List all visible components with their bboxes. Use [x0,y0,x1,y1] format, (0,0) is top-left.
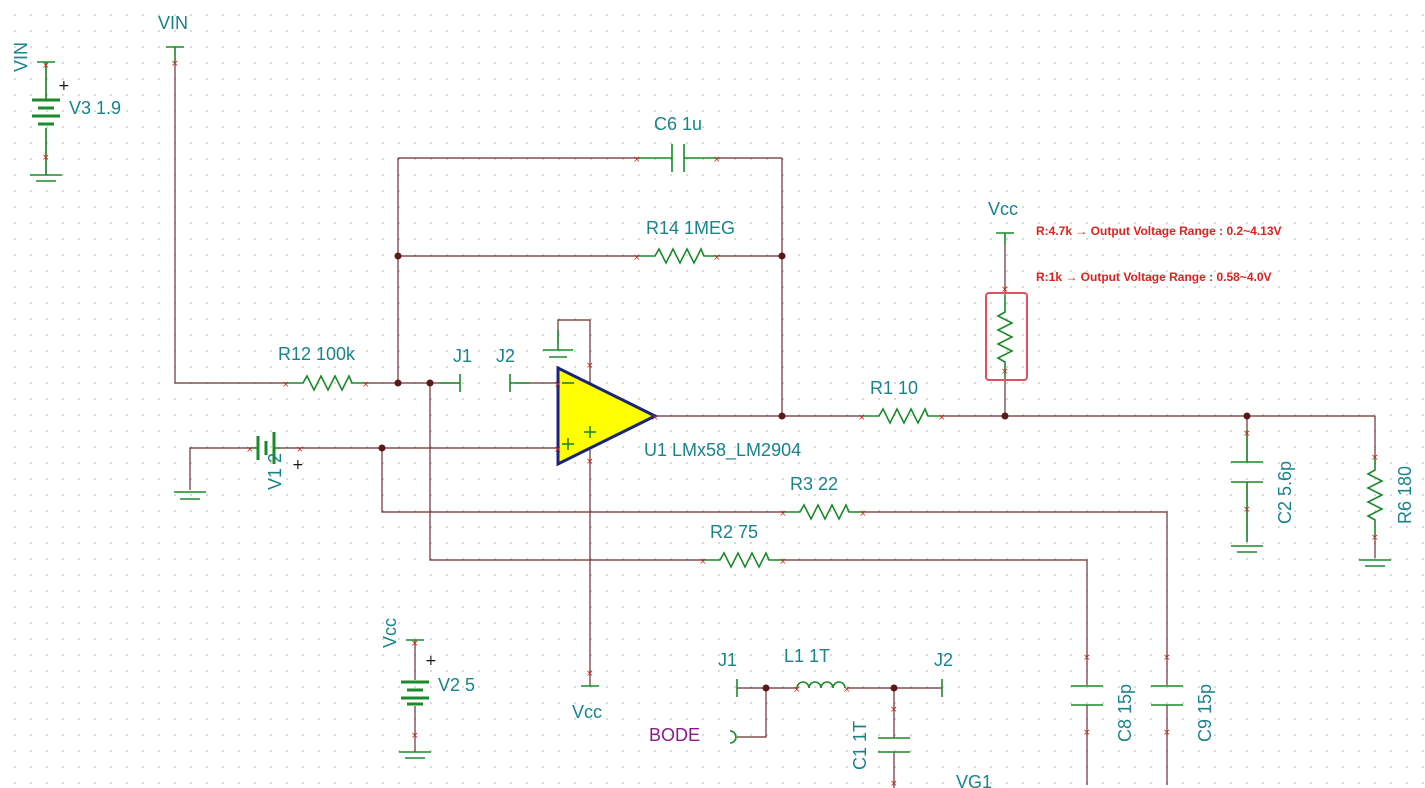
u1-opamp-symbol[interactable] [556,365,659,467]
svg-text:×: × [793,685,801,695]
svg-text:×: × [1371,533,1379,543]
pin-markers: × × × × × × × × × × × × × × × × × × × × … [42,59,1379,788]
vcc-v2-label: Vcc [380,618,400,648]
bode-j1-label: J1 [718,650,737,670]
svg-text:×: × [1243,429,1251,439]
svg-text:×: × [890,779,898,788]
c8-capacitor-symbol[interactable] [1071,685,1103,706]
svg-text:×: × [1371,453,1379,463]
svg-text:×: × [1001,367,1009,377]
annotation-note-2: R:1k → Output Voltage Range : 0.58~4.0V [1036,270,1272,284]
l1-label: L1 1T [784,646,830,666]
svg-text:×: × [633,155,641,165]
junctions [378,252,1251,692]
vin-terminal[interactable] [166,46,184,62]
r6-resistor-symbol[interactable] [1359,456,1391,567]
svg-text:×: × [890,705,898,715]
svg-text:×: × [411,639,419,649]
r2-resistor-symbol[interactable] [703,551,783,569]
svg-text:×: × [1243,505,1251,515]
c1-label: C1 1T [850,721,870,770]
v1-label: V1 2 [265,453,285,490]
r2-label: R2 75 [710,522,758,542]
r6-label: R6 180 [1395,466,1415,524]
svg-text:×: × [586,669,594,679]
svg-text:×: × [779,557,787,567]
svg-text:×: × [859,509,867,519]
c6-capacitor-symbol[interactable] [637,144,717,172]
svg-text:×: × [586,361,594,371]
wires [45,62,1376,788]
svg-text:×: × [586,457,594,467]
svg-text:×: × [1163,728,1171,738]
svg-text:×: × [713,253,721,263]
c1-capacitor-symbol[interactable] [878,737,910,753]
annotation-note-1: R:4.7k → Output Voltage Range : 0.2~4.13… [1036,224,1282,238]
annotations: R:4.7k → Output Voltage Range : 0.2~4.13… [1036,224,1282,284]
c6-label: C6 1u [654,114,702,134]
r12-label: R12 100k [278,344,356,364]
component-labels: VIN VIN V3 1.9 C6 1u R14 1MEG R12 100k J… [11,13,1415,788]
svg-text:×: × [554,380,562,390]
v3-battery-symbol[interactable]: + [30,61,70,182]
svg-text:×: × [1083,653,1091,663]
opamp-ground-symbol [543,330,573,358]
vin-side-label: VIN [11,42,31,72]
svg-text:×: × [554,445,562,455]
svg-text:×: × [1001,285,1009,295]
svg-text:×: × [42,153,50,163]
bode-label: BODE [649,725,700,745]
svg-text:×: × [42,61,50,71]
v2-battery-symbol[interactable]: + [399,639,437,759]
svg-text:×: × [938,413,946,423]
v2-label: V2 5 [438,675,475,695]
r12-resistor-symbol[interactable] [286,374,366,392]
svg-text:+: + [292,457,304,473]
j2-jumper-symbol[interactable] [509,374,530,392]
svg-text:×: × [282,380,290,390]
c2-capacitor-symbol[interactable] [1231,430,1263,553]
vin-top-label: VIN [158,13,188,33]
svg-text:×: × [713,155,721,165]
vcc-pullup-resistor-symbol[interactable] [985,232,1028,381]
svg-text:×: × [651,413,659,423]
l1-inductor-symbol[interactable] [796,681,846,689]
v3-label: V3 1.9 [69,98,121,118]
svg-text:×: × [1083,728,1091,738]
j1-jumper-symbol[interactable] [440,374,461,392]
c9-label: C9 15p [1195,684,1215,742]
svg-text:×: × [362,380,370,390]
c2-label: C2 5.6p [1275,461,1295,524]
svg-text:×: × [633,253,641,263]
j2-label: J2 [496,346,515,366]
bode-connector-symbol[interactable] [729,730,737,744]
r14-label: R14 1MEG [646,218,735,238]
vcc-bottom-label: Vcc [572,702,602,722]
svg-text:×: × [779,509,787,519]
c9-capacitor-symbol[interactable] [1151,685,1183,706]
r3-label: R3 22 [790,474,838,494]
svg-text:×: × [411,731,419,741]
bode-j2-label: J2 [934,650,953,670]
svg-text:×: × [858,413,866,423]
svg-text:×: × [1163,653,1171,663]
svg-text:×: × [699,557,707,567]
svg-text:×: × [171,59,179,69]
svg-text:×: × [296,445,304,455]
svg-text:×: × [246,445,254,455]
r14-resistor-symbol[interactable] [637,247,717,265]
svg-text:+: + [58,78,70,94]
r3-resistor-symbol[interactable] [783,503,863,521]
u1-label: U1 LMx58_LM2904 [644,440,801,461]
vcc-top-label: Vcc [988,199,1018,219]
svg-text:+: + [425,653,437,669]
c8-label: C8 15p [1115,684,1135,742]
v1-battery-symbol[interactable]: + [174,432,304,500]
svg-text:×: × [843,685,851,695]
vg1-label: VG1 [956,772,992,788]
j1-label: J1 [453,346,472,366]
r1-label: R1 10 [870,378,918,398]
r1-resistor-symbol[interactable] [862,407,942,425]
